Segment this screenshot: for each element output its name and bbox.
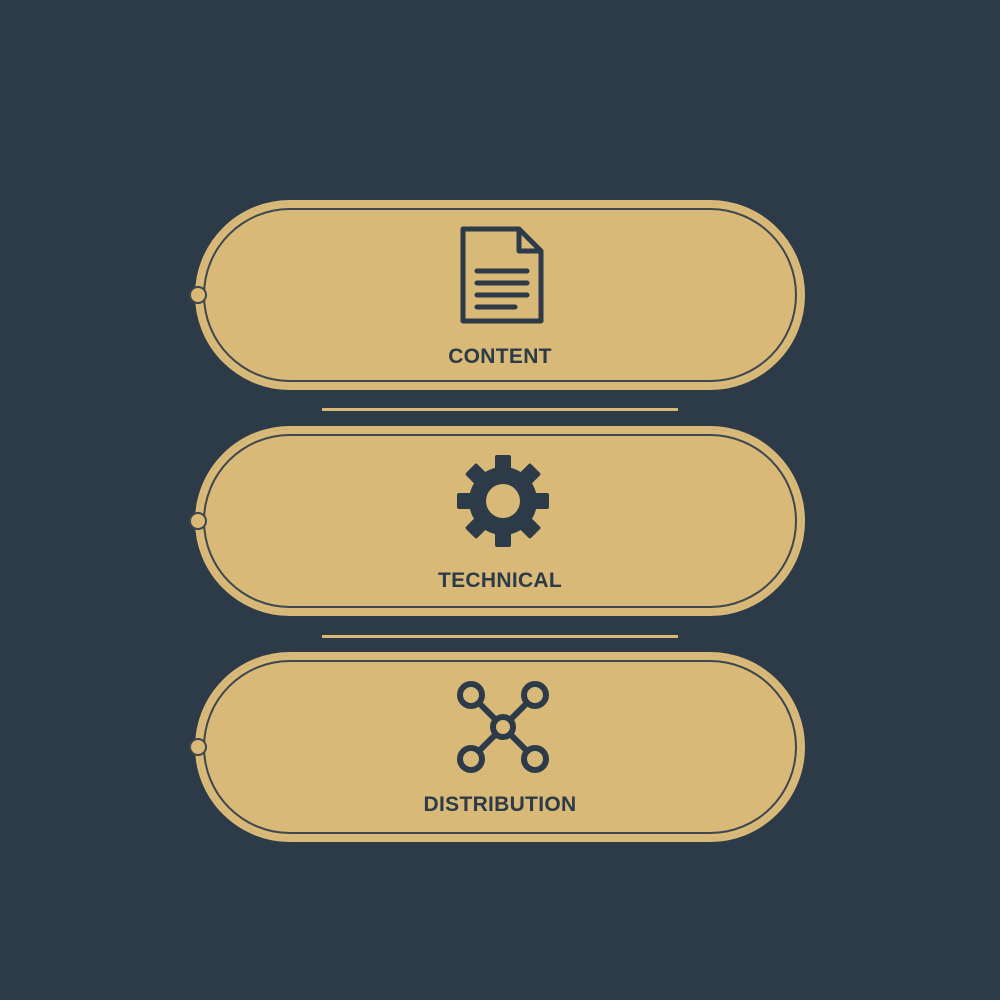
connector-dot — [189, 738, 207, 756]
layer-label: TECHNICAL — [437, 569, 563, 592]
divider-line — [322, 635, 678, 638]
layer-technical: TECHNICAL — [189, 426, 805, 616]
layer-content: CONTENT — [189, 200, 805, 390]
layer-label: DISTRIBUTION — [423, 793, 577, 816]
layer-distribution: DISTRIBUTION — [189, 652, 805, 842]
connector-dot — [189, 512, 207, 530]
layer-label: CONTENT — [448, 345, 552, 368]
divider-line — [322, 408, 678, 411]
document-icon — [453, 225, 553, 325]
network-nodes-icon — [453, 677, 553, 777]
connector-dot — [189, 286, 207, 304]
gear-icon — [453, 451, 553, 551]
